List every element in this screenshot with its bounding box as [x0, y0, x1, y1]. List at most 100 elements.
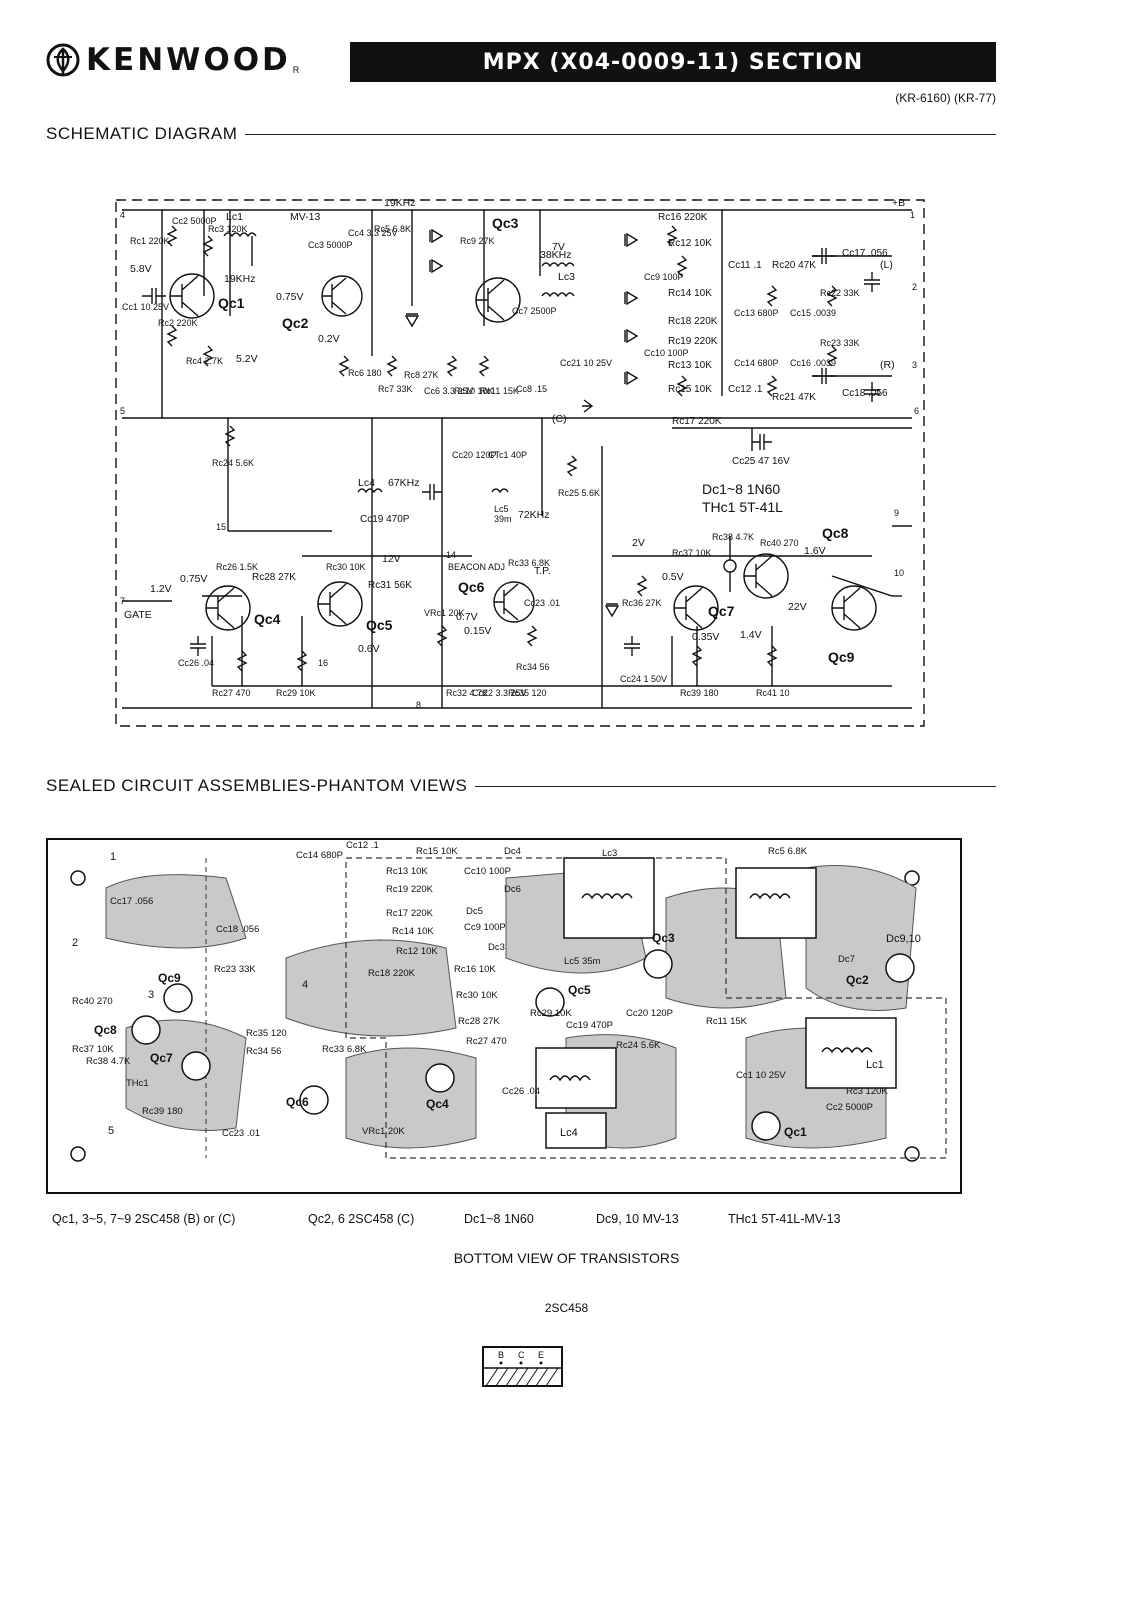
mounting-hole: [904, 870, 920, 886]
label-rc28: Rc28 27K: [252, 572, 296, 583]
board-label: Cc12 .1: [346, 840, 379, 851]
model-numbers: (KR-6160) (KR-77): [895, 91, 996, 105]
label-cc15: Cc15 .0039: [790, 308, 836, 318]
label-rc36: Rc36 27K: [622, 598, 662, 608]
transistor-part-number: 2SC458: [544, 1301, 589, 1315]
label-cc16: Cc16 .0039: [790, 358, 836, 368]
board-label: Qc2: [846, 973, 869, 987]
label-rc33: Rc33 6.8K: [508, 558, 550, 568]
pin-c-label: C: [518, 1350, 525, 1360]
board-label: Cc2 5000P: [826, 1102, 873, 1113]
volt-1-2: 1.2V: [150, 583, 172, 595]
pin-9: 9: [894, 508, 899, 518]
label-cc11: Cc11 .1: [728, 260, 762, 271]
mounting-hole: [904, 1146, 920, 1162]
board-label: Rc35 120: [246, 1028, 287, 1039]
kenwood-brand: KENWOOD R: [46, 42, 299, 78]
transistor-package-svg: B C E: [482, 1346, 563, 1387]
pin-14: 14: [446, 550, 456, 560]
label-rc34: Rc34 56: [516, 662, 550, 672]
label-rc40: Rc40 270: [760, 538, 799, 548]
board-label: VRc1 20K: [362, 1126, 405, 1137]
legend-item: Qc1, 3~5, 7~9 2SC458 (B) or (C): [52, 1212, 236, 1226]
label-cc20: Cc20 120P: [452, 450, 497, 460]
board-label: Cc17 .056: [110, 896, 153, 907]
label-beacon-adj: BEACON ADJ: [448, 562, 505, 572]
label-rc3: Rc3 120K: [208, 224, 248, 234]
label-rc23: Rc23 33K: [820, 338, 860, 348]
schematic-heading-text: SCHEMATIC DIAGRAM: [46, 124, 238, 143]
label-rc9: Rc9 27K: [460, 236, 495, 246]
board-label: Rc33 6.8K: [322, 1044, 367, 1055]
edge-pin-5: 5: [108, 1125, 114, 1137]
label-rc17: Rc17 220K: [672, 416, 722, 427]
label-cc7: Cc7 2500P: [512, 306, 557, 316]
edge-pin-4: 4: [302, 979, 308, 991]
label-cc19: Cc19 470P: [360, 514, 410, 525]
label-cc4: Cc4 3.3 25V: [348, 228, 398, 238]
label-rc18: Rc18 220K: [668, 316, 718, 327]
board-label: Rc40 270: [72, 996, 113, 1007]
label-thc-note: THc1 5T-41L: [702, 499, 783, 515]
pin-5: 5: [120, 406, 125, 416]
volt-0-5: 0.5V: [662, 571, 684, 583]
label-rc26: Rc26 1.5K: [216, 562, 258, 572]
label-rc14: Rc14 10K: [668, 288, 712, 299]
board-label: THc1: [126, 1078, 149, 1089]
board-label: Cc26 .04: [502, 1086, 540, 1097]
pin-8: 8: [416, 700, 421, 710]
label-rc10: Rc10 10K: [454, 386, 494, 396]
part-legend: Qc1, 3~5, 7~9 2SC458 (B) or (C) Qc2, 6 2…: [52, 1212, 952, 1226]
pin-4: 4: [120, 210, 125, 220]
label-rc39: Rc39 180: [680, 688, 719, 698]
label-tp: T.P.: [534, 565, 551, 577]
label-cc3: Cc3 5000P: [308, 240, 353, 250]
pin-6: 6: [914, 406, 919, 416]
board-label: Qc3: [652, 931, 675, 945]
label-qc7: Qc7: [708, 603, 735, 619]
label-lc5: Lc5: [494, 504, 509, 514]
label-vrc1: VRc1 20K: [424, 608, 465, 618]
board-label: Rc15 10K: [416, 846, 458, 857]
label-38khz: 38KHz: [540, 249, 572, 261]
transistor-view-title: BOTTOM VIEW OF TRANSISTORS: [453, 1250, 680, 1266]
board-heading: SEALED CIRCUIT ASSEMBLIES-PHANTOM VIEWS: [46, 776, 996, 796]
pin-3: 3: [912, 360, 917, 370]
volt-22: 22V: [788, 601, 807, 613]
label-19khz: 19KHz: [224, 273, 256, 285]
pin-10: 10: [894, 568, 904, 578]
pin-e-label: E: [538, 1350, 544, 1360]
board-label: Rc13 10K: [386, 866, 428, 877]
volt-0-75: 0.75V: [276, 291, 303, 303]
edge-pin-3: 3: [148, 989, 154, 1001]
pin-2: 2: [912, 282, 917, 292]
label-cc23: Cc23 .01: [524, 598, 560, 608]
label-rc8: Rc8 27K: [404, 370, 439, 380]
label-qc2: Qc2: [282, 315, 309, 331]
board-label: Rc27 470: [466, 1036, 507, 1047]
pin-b-label: B: [498, 1350, 504, 1360]
heading-rule: [245, 133, 996, 135]
board-label: Dc5: [466, 906, 483, 917]
board-label: Lc1: [866, 1059, 884, 1071]
board-label: Cc9 100P: [464, 922, 506, 933]
brand-name: KENWOOD: [86, 42, 291, 78]
label-67khz: 67KHz: [388, 477, 420, 489]
board-label: Dc7: [838, 954, 855, 965]
mounting-hole: [70, 870, 86, 886]
label-qc4: Qc4: [254, 611, 281, 627]
label-pin-l: (L): [880, 259, 893, 271]
label-cc25: Cc25 47 16V: [732, 456, 790, 467]
board-label: Rc12 10K: [396, 946, 438, 957]
board-label: Qc9: [158, 971, 181, 985]
label-rc27: Rc27 470: [212, 688, 251, 698]
label-rc13: Rc13 10K: [668, 360, 712, 371]
board-svg: 1 2 3 4 5 Cc12 .1 Rc15 10K Dc4 Lc3 Rc5 6…: [46, 838, 962, 1194]
label-cc18: Cc18 .056: [842, 388, 888, 399]
board-label: Rc18 220K: [368, 968, 416, 979]
label-b-plus: +B: [892, 197, 905, 209]
board-heading-text: SEALED CIRCUIT ASSEMBLIES-PHANTOM VIEWS: [46, 776, 468, 795]
label-rc21: Rc21 47K: [772, 392, 816, 403]
volt-7: 7V: [552, 241, 565, 253]
label-rc1: Rc1 220K: [130, 236, 170, 246]
